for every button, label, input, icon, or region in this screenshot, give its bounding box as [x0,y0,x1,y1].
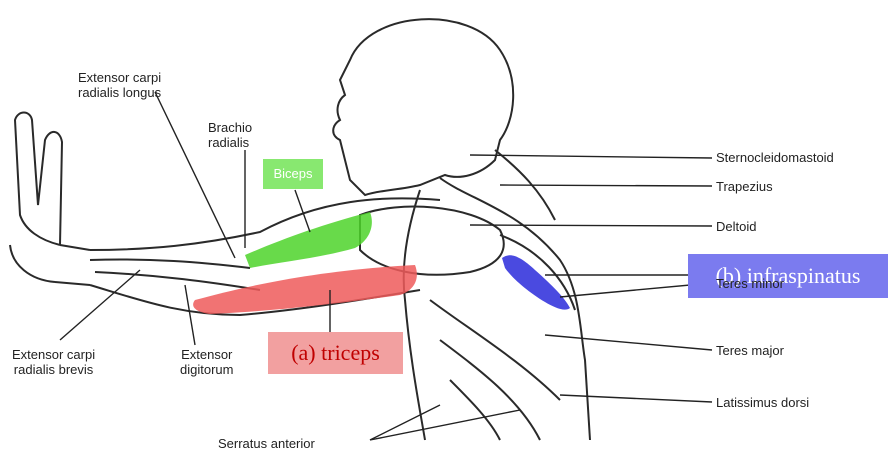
label-sternocleidomastoid: Sternocleidomastoid [716,150,834,165]
label-serratus-anterior: Serratus anterior [218,436,315,451]
label-brachioradialis: Brachio radialis [208,120,252,150]
biceps-tag: Biceps [263,159,323,189]
label-ext-digitorum: Extensor digitorum [180,347,233,377]
infraspinatus-highlight [502,255,570,309]
label-teres-major: Teres major [716,343,784,358]
triceps-highlight [193,265,417,314]
label-latissimus-dorsi: Latissimus dorsi [716,395,809,410]
label-teres-minor: Teres minor [716,276,784,291]
label-ext-carpi-rad-longus: Extensor carpi radialis longus [78,70,161,100]
triceps-tag: (a) triceps [268,332,403,374]
label-deltoid: Deltoid [716,219,756,234]
label-trapezius: Trapezius [716,179,773,194]
label-ext-carpi-rad-brevis: Extensor carpi radialis brevis [12,347,95,377]
biceps-highlight [245,212,372,268]
